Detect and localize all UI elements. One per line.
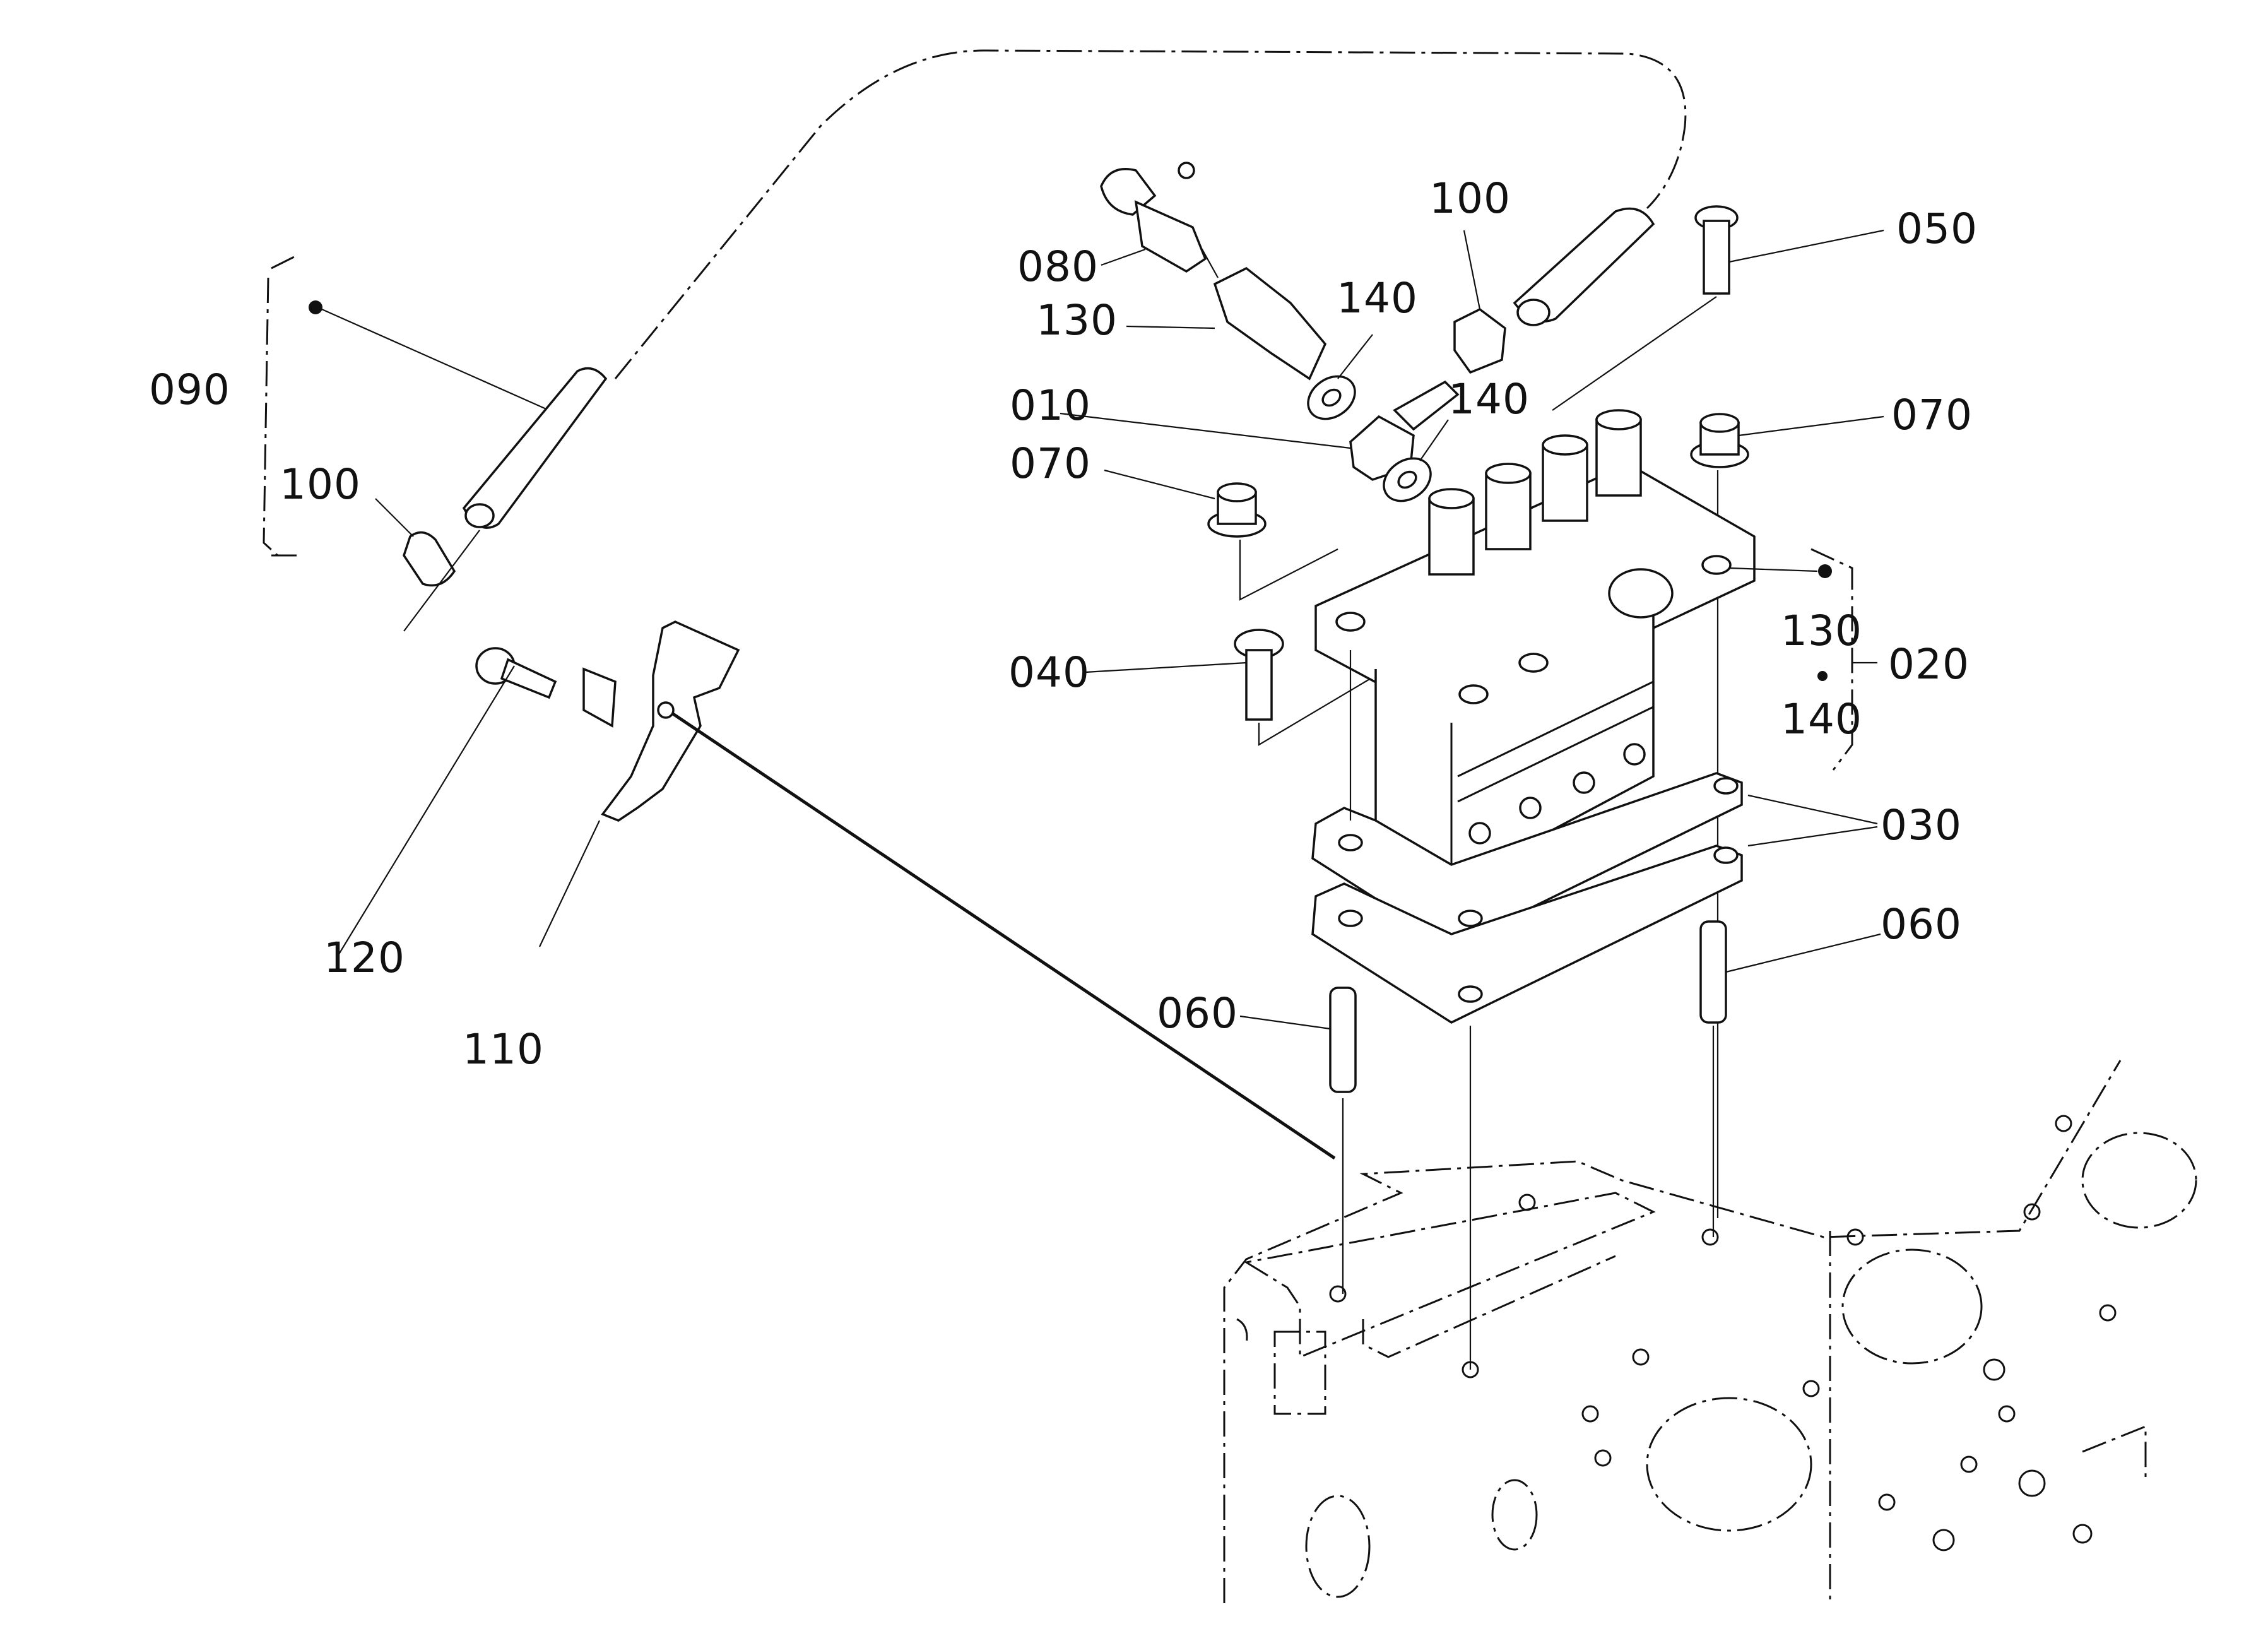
fuel-hose-part[interactable] bbox=[462, 367, 608, 529]
callout-130-group[interactable]: 130 bbox=[1781, 607, 1862, 655]
callout-100-upper[interactable]: 100 bbox=[1429, 174, 1511, 223]
vent-screw-080[interactable] bbox=[1100, 162, 1207, 273]
engine-block bbox=[1223, 1060, 2197, 1603]
callout-030[interactable]: 030 bbox=[1881, 801, 1962, 850]
hose-clamp-100-upper[interactable] bbox=[1453, 307, 1506, 374]
leader-line bbox=[1101, 248, 1146, 266]
callout-010[interactable]: 010 bbox=[1010, 381, 1091, 430]
nut-070-right[interactable] bbox=[1690, 413, 1749, 468]
callout-050[interactable]: 050 bbox=[1896, 205, 1978, 253]
leader-line bbox=[1060, 412, 1351, 449]
leader-line bbox=[1747, 826, 1878, 847]
gasket-140-lower[interactable] bbox=[1376, 449, 1439, 509]
leader-line bbox=[1085, 661, 1247, 673]
stud-060-right[interactable] bbox=[1699, 920, 1727, 1024]
leader-line bbox=[337, 665, 515, 957]
leader-line bbox=[1463, 230, 1481, 310]
callout-140-lower[interactable]: 140 bbox=[1448, 375, 1530, 424]
fuel-hose-route-line bbox=[614, 49, 1687, 379]
callout-100-left[interactable]: 100 bbox=[280, 460, 361, 509]
leader-line bbox=[1337, 334, 1373, 379]
callout-140-upper[interactable]: 140 bbox=[1337, 274, 1418, 323]
bolt-050[interactable] bbox=[1694, 205, 1739, 295]
leader-line bbox=[1738, 415, 1884, 437]
lever-assembly-line bbox=[671, 711, 1336, 1160]
nut-070-left[interactable] bbox=[1207, 482, 1267, 538]
group-marker-dot bbox=[1817, 671, 1828, 681]
leader-line bbox=[1419, 419, 1449, 461]
callout-110[interactable]: 110 bbox=[463, 1025, 544, 1074]
leader-line bbox=[1104, 469, 1215, 500]
callout-020[interactable]: 020 bbox=[1888, 640, 1970, 689]
gasket-030-lower[interactable] bbox=[1311, 845, 1743, 1024]
bolt-120[interactable] bbox=[475, 647, 557, 699]
hose-centerline bbox=[403, 530, 480, 632]
leader-line bbox=[1728, 567, 1818, 572]
leader-line bbox=[375, 498, 414, 537]
leader-line bbox=[1126, 325, 1215, 329]
hose-assembly-090[interactable] bbox=[263, 254, 608, 632]
callout-080[interactable]: 080 bbox=[1017, 242, 1099, 291]
callout-060-right[interactable]: 060 bbox=[1881, 900, 1962, 949]
gasket-140-upper[interactable] bbox=[1300, 367, 1363, 427]
callout-040[interactable]: 040 bbox=[1008, 648, 1090, 697]
assembly-line bbox=[1239, 540, 1338, 601]
callout-120[interactable]: 120 bbox=[324, 934, 405, 982]
callout-090[interactable]: 090 bbox=[149, 365, 230, 414]
leader-line bbox=[1728, 229, 1884, 263]
stud-060-left[interactable] bbox=[1329, 987, 1357, 1093]
hose-clamp-part-100[interactable] bbox=[403, 531, 456, 587]
joint-bolt-130[interactable] bbox=[1202, 249, 1327, 381]
callout-060-left[interactable]: 060 bbox=[1157, 989, 1238, 1038]
leader-line bbox=[539, 820, 600, 947]
callout-140-group[interactable]: 140 bbox=[1781, 695, 1862, 744]
stop-lever-plate-110[interactable] bbox=[582, 620, 740, 822]
group-marker-dot bbox=[309, 300, 322, 314]
group-bracket-090 bbox=[263, 254, 303, 557]
leader-line bbox=[1747, 794, 1878, 825]
callout-130[interactable]: 130 bbox=[1036, 296, 1118, 345]
hose-end bbox=[464, 503, 495, 528]
bolt-040[interactable] bbox=[1234, 629, 1284, 721]
leader-line bbox=[1239, 1015, 1331, 1030]
fuel-hose-upper[interactable] bbox=[1513, 207, 1655, 326]
group-bracket-020 bbox=[1810, 548, 1853, 771]
leader-line bbox=[321, 308, 550, 412]
callout-070-left[interactable]: 070 bbox=[1010, 439, 1091, 488]
leader-line bbox=[1552, 296, 1717, 411]
leader-line bbox=[1725, 933, 1881, 973]
group-marker-dot bbox=[1818, 564, 1832, 578]
callout-070-right[interactable]: 070 bbox=[1891, 391, 1973, 439]
